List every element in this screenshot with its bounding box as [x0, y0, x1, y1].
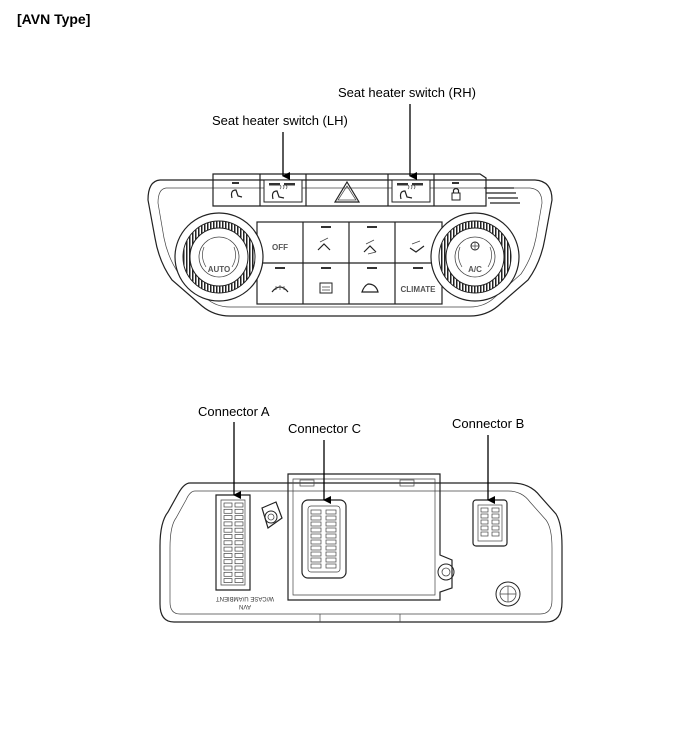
grounding-screw	[495, 581, 521, 607]
connector-pin	[234, 527, 244, 533]
connector-pin	[491, 507, 500, 513]
climate-control-rear-panel: AVN W/CASE U/AMBIENT	[159, 473, 563, 623]
connector-pin	[223, 565, 233, 571]
connector-pin	[480, 513, 489, 519]
connector-pin	[480, 531, 489, 537]
connector-pin	[325, 557, 337, 563]
connector-pin	[310, 509, 322, 515]
auto-knob-label: AUTO	[208, 265, 231, 274]
connector-pin	[310, 545, 322, 551]
vent-face-icon	[317, 237, 331, 251]
connector-pin	[310, 515, 322, 521]
connector-pin	[223, 521, 233, 527]
connector-pin	[491, 531, 500, 537]
climate-control-front-panel: OFF CLIMATE	[147, 173, 553, 317]
connector-pin	[223, 546, 233, 552]
hazard-button[interactable]	[333, 180, 361, 203]
seat-icon	[230, 182, 243, 199]
connector-pin	[325, 527, 337, 533]
connector-pin	[491, 519, 500, 525]
seat-heater-icon	[399, 184, 416, 200]
temperature-knob-left[interactable]: AUTO	[174, 212, 264, 302]
label-connector-c: Connector C	[288, 421, 361, 436]
connector-pin	[325, 509, 337, 515]
ac-knob-label: A/C	[468, 265, 482, 274]
connector-pin	[310, 557, 322, 563]
front-defrost-icon	[271, 285, 289, 293]
connector-pin	[310, 551, 322, 557]
recirculation-icon	[361, 283, 379, 293]
connector-pin	[223, 515, 233, 520]
page-title: [AVN Type]	[17, 11, 91, 27]
connector-pin	[310, 539, 322, 545]
connector-pin	[480, 525, 489, 531]
connector-pin	[234, 553, 244, 558]
off-button[interactable]: OFF	[272, 243, 288, 252]
lock-icon	[451, 182, 461, 201]
case-marking-line2: W/CASE U/AMBIENT	[216, 595, 274, 601]
case-marking-line1: AVN	[239, 603, 251, 609]
connector-pin	[234, 559, 244, 565]
connector-pin	[234, 540, 244, 546]
vent-face-foot-icon	[363, 239, 377, 255]
label-connector-a: Connector A	[198, 404, 270, 419]
connector-pin	[223, 559, 233, 565]
connector-pin	[234, 571, 244, 577]
mounting-boss-right	[437, 563, 455, 581]
connector-pin	[480, 507, 489, 513]
sensor-vent	[484, 187, 520, 204]
seat-heater-icon	[271, 184, 288, 200]
connector-pin	[223, 571, 233, 577]
connector-pin	[234, 565, 244, 571]
connector-pin	[234, 546, 244, 552]
connector-pin	[234, 502, 244, 508]
case-marking: AVN W/CASE U/AMBIENT	[216, 595, 274, 609]
connector-a	[215, 494, 251, 591]
connector-pin	[310, 533, 322, 539]
connector-pin	[325, 515, 337, 521]
connector-pin	[310, 521, 322, 527]
connector-pin	[491, 525, 500, 531]
connector-pin	[223, 502, 233, 508]
connector-pin	[223, 540, 233, 546]
connector-pin	[325, 539, 337, 545]
connector-pin	[325, 521, 337, 527]
connector-pin	[491, 513, 500, 519]
connector-pin	[310, 527, 322, 533]
connector-pin	[223, 508, 233, 514]
connector-pin	[223, 578, 233, 583]
connector-pin	[325, 533, 337, 539]
connector-pin	[223, 534, 233, 539]
connector-pin	[325, 545, 337, 551]
connector-c	[301, 499, 347, 579]
fan-icon	[470, 241, 480, 251]
connector-pin	[223, 553, 233, 558]
rear-defrost-icon	[319, 282, 333, 294]
seat-heater-button-rh[interactable]	[391, 179, 431, 203]
connector-pin	[325, 563, 337, 569]
connector-pin	[234, 521, 244, 527]
connector-pin	[234, 578, 244, 583]
connector-b	[472, 499, 508, 547]
label-seat-heater-lh: Seat heater switch (LH)	[212, 113, 348, 128]
fan-knob-right[interactable]: A/C	[430, 212, 520, 302]
connector-pin	[234, 534, 244, 539]
label-seat-heater-rh: Seat heater switch (RH)	[338, 85, 476, 100]
climate-button[interactable]: CLIMATE	[401, 285, 437, 294]
vent-foot-icon	[409, 240, 425, 253]
mounting-boss-left	[261, 501, 283, 529]
connector-pin	[325, 551, 337, 557]
seat-heater-button-lh[interactable]	[263, 179, 303, 203]
connector-pin	[223, 527, 233, 533]
connector-pin	[234, 515, 244, 520]
label-connector-b: Connector B	[452, 416, 524, 431]
connector-pin	[310, 563, 322, 569]
connector-pin	[480, 519, 489, 525]
connector-pin	[234, 508, 244, 514]
